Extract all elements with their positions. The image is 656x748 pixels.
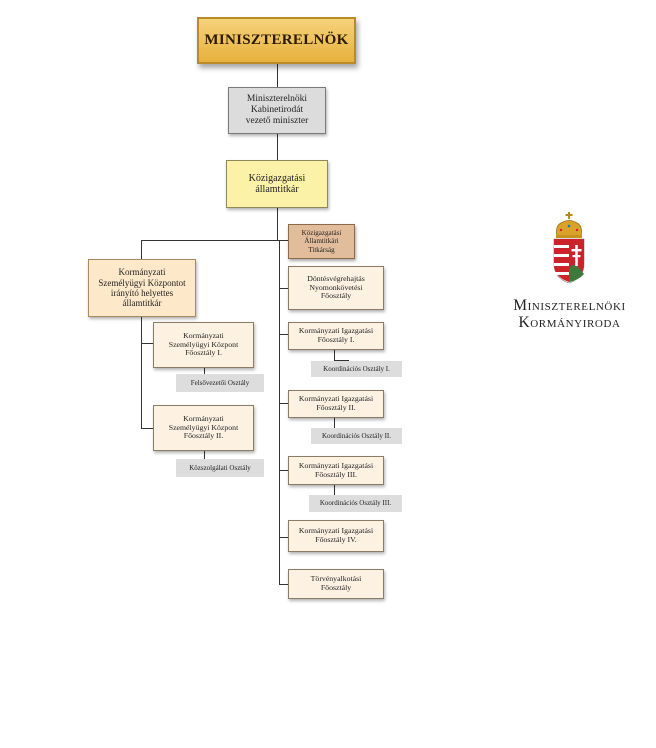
connector — [141, 428, 153, 429]
right-unit-1: Koordinációs Osztály I. — [311, 361, 402, 377]
right-department-1: Döntésvégrehajtás Nyomonkövetési Főosztá… — [288, 266, 384, 310]
state-secretary-box: Közigazgatási államtitkár — [226, 160, 328, 208]
coat-of-arms-icon — [553, 212, 585, 284]
connector — [279, 537, 288, 538]
right-unit-2: Koordinációs Osztály II. — [311, 428, 402, 444]
connector — [277, 134, 278, 160]
right-department-6: Törvényalkotási Főosztály — [288, 569, 384, 599]
connector — [334, 350, 335, 360]
connector — [277, 64, 278, 87]
right-department-4: Kormányzati Igazgatási Főosztály III. — [288, 456, 384, 485]
connector — [204, 368, 205, 378]
left-department-1: Kormányzati Személyügyi Központ Főosztál… — [153, 322, 254, 368]
connector — [279, 403, 288, 404]
connector — [334, 417, 335, 429]
connector — [334, 360, 349, 361]
connector — [334, 485, 335, 496]
connector — [279, 470, 288, 471]
left-department-2: Kormányzati Személyügyi Központ Főosztál… — [153, 405, 254, 451]
connector — [141, 240, 278, 241]
logo-line-1: Miniszterelnöki — [513, 297, 626, 314]
prime-minister-box: MINISZTERELNÖK — [197, 17, 356, 64]
connector — [141, 240, 142, 259]
connector — [279, 584, 288, 585]
right-department-2: Kormányzati Igazgatási Főosztály I. — [288, 322, 384, 350]
left-unit-1: Felsővezetői Osztály — [176, 374, 264, 392]
cabinet-minister-box: Miniszterelnöki Kabinetirodát vezető min… — [228, 87, 326, 134]
connector — [204, 451, 205, 464]
right-unit-3: Koordinációs Osztály III. — [309, 495, 402, 512]
connector — [277, 208, 278, 240]
left-unit-2: Közszolgálati Osztály — [176, 459, 264, 477]
deputy-state-secretary-box: Kormányzati Személyügyi Központot irányí… — [88, 259, 196, 317]
connector — [279, 288, 288, 289]
connector — [279, 240, 280, 585]
logo-text: Miniszterelnöki Kormányiroda — [497, 297, 642, 331]
connector — [279, 334, 288, 335]
connector — [278, 240, 288, 241]
right-department-3: Kormányzati Igazgatási Főosztály II. — [288, 390, 384, 418]
secretariat-box: Közigazgatási Államtitkári Titkárság — [288, 224, 355, 259]
connector — [141, 343, 153, 344]
logo-line-2: Kormányiroda — [518, 314, 621, 331]
right-department-5: Kormányzati Igazgatási Főosztály IV. — [288, 520, 384, 552]
connector — [141, 317, 142, 428]
